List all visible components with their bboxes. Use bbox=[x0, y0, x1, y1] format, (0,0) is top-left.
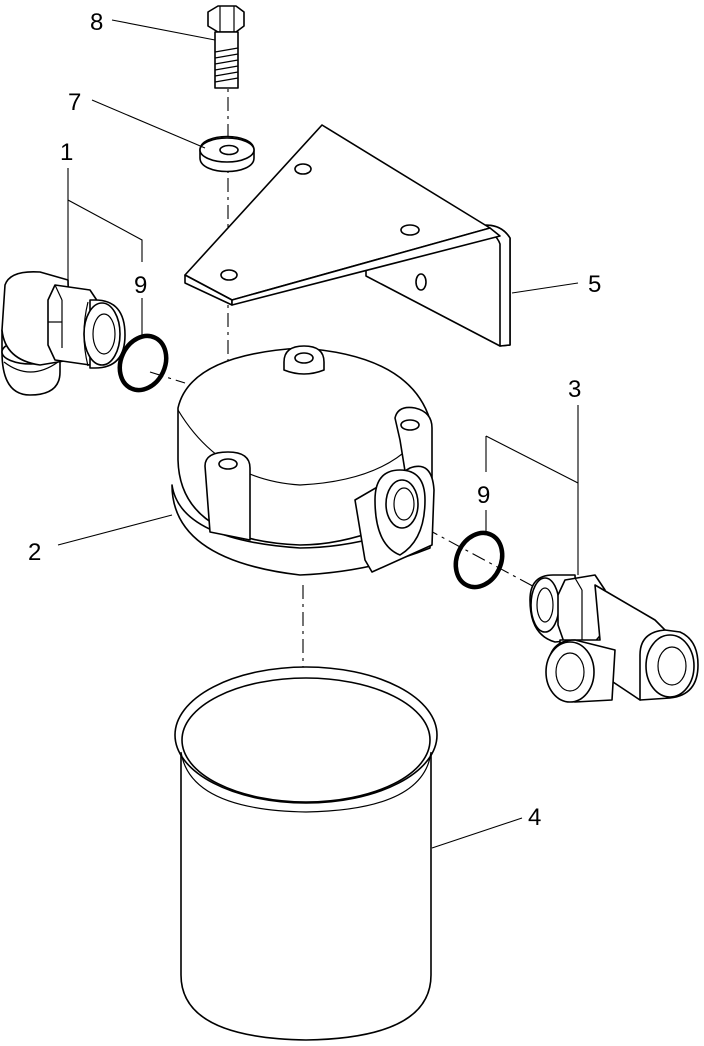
callout-2: 2 bbox=[28, 539, 41, 566]
leader-lines bbox=[57, 19, 579, 849]
callout-7: 7 bbox=[68, 89, 81, 116]
callout-9-left: 9 bbox=[134, 272, 147, 299]
callout-1: 1 bbox=[60, 139, 73, 166]
callout-4: 4 bbox=[528, 804, 541, 831]
callout-5: 5 bbox=[588, 271, 601, 298]
tee-fitting-part-3 bbox=[529, 574, 699, 703]
washer-part-7 bbox=[199, 135, 255, 173]
bracket-part-5 bbox=[184, 124, 511, 347]
callout-3: 3 bbox=[568, 376, 581, 403]
callout-9-right: 9 bbox=[477, 482, 490, 509]
filter-canister-part-4 bbox=[174, 666, 438, 1041]
bolt-part-8 bbox=[207, 5, 245, 89]
elbow-fitting-part-1 bbox=[1, 270, 126, 396]
filter-head-part-2 bbox=[171, 345, 435, 576]
callouts: 8 7 1 9 5 3 9 2 4 bbox=[28, 9, 601, 831]
o-ring-left-part-9 bbox=[117, 333, 169, 393]
o-ring-right-part-9 bbox=[453, 530, 505, 590]
callout-8: 8 bbox=[90, 9, 103, 36]
